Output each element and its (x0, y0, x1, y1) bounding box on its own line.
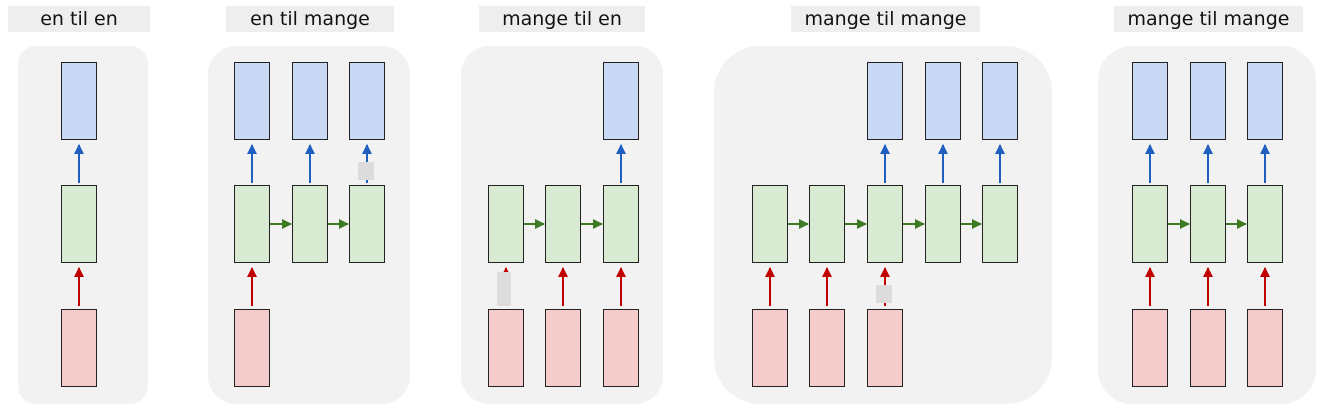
input-box (1190, 309, 1226, 387)
input-box (867, 309, 903, 387)
output-box (1190, 62, 1226, 140)
hidden-box (61, 185, 97, 263)
output-box (234, 62, 270, 140)
input-arrow (74, 267, 84, 306)
input-box (488, 309, 524, 387)
input-arrow (247, 267, 257, 306)
input-arrow (765, 267, 775, 306)
input-box (234, 309, 270, 387)
output-arrow (938, 144, 948, 183)
input-box (603, 309, 639, 387)
recurrent-arrow (328, 219, 349, 229)
hidden-box (1247, 185, 1283, 263)
output-arrow (1145, 144, 1155, 183)
input-arrow (1145, 267, 1155, 306)
hidden-box (603, 185, 639, 263)
input-arrow (558, 267, 568, 306)
output-box (349, 62, 385, 140)
render-artifact (497, 272, 511, 306)
output-box (1247, 62, 1283, 140)
output-arrow (305, 144, 315, 183)
hidden-box (545, 185, 581, 263)
recurrent-arrow (1168, 219, 1190, 229)
input-box (1247, 309, 1283, 387)
input-box (545, 309, 581, 387)
hidden-box (488, 185, 524, 263)
output-box (603, 62, 639, 140)
input-arrow (1203, 267, 1213, 306)
output-arrow (616, 144, 626, 183)
recurrent-arrow (845, 219, 867, 229)
hidden-box (1132, 185, 1168, 263)
title-many-to-many-delayed: mange til mange (791, 6, 980, 32)
output-arrow (1260, 144, 1270, 183)
recurrent-arrow (524, 219, 545, 229)
render-artifact (358, 162, 374, 180)
hidden-box (982, 185, 1018, 263)
hidden-box (1190, 185, 1226, 263)
input-arrow (822, 267, 832, 306)
hidden-box (234, 185, 270, 263)
output-arrow (247, 144, 257, 183)
render-artifact (876, 285, 892, 303)
recurrent-arrow (1226, 219, 1247, 229)
input-box (752, 309, 788, 387)
title-one-to-many: en til mange (226, 6, 394, 32)
hidden-box (809, 185, 845, 263)
recurrent-arrow (961, 219, 982, 229)
input-arrow (616, 267, 626, 306)
recurrent-arrow (581, 219, 603, 229)
hidden-box (752, 185, 788, 263)
output-box (292, 62, 328, 140)
output-arrow (74, 144, 84, 183)
recurrent-arrow (270, 219, 292, 229)
output-box (982, 62, 1018, 140)
output-arrow (1203, 144, 1213, 183)
title-many-to-one: mange til en (479, 6, 645, 32)
output-arrow (880, 144, 890, 183)
output-box (925, 62, 961, 140)
hidden-box (925, 185, 961, 263)
output-box (1132, 62, 1168, 140)
input-arrow (1260, 267, 1270, 306)
hidden-box (867, 185, 903, 263)
title-one-to-one: en til en (8, 6, 150, 32)
hidden-box (349, 185, 385, 263)
input-box (809, 309, 845, 387)
hidden-box (292, 185, 328, 263)
title-many-to-many-synced: mange til mange (1114, 6, 1303, 32)
recurrent-arrow (788, 219, 809, 229)
input-box (1132, 309, 1168, 387)
input-box (61, 309, 97, 387)
output-box (61, 62, 97, 140)
output-box (867, 62, 903, 140)
recurrent-arrow (903, 219, 925, 229)
output-arrow (995, 144, 1005, 183)
